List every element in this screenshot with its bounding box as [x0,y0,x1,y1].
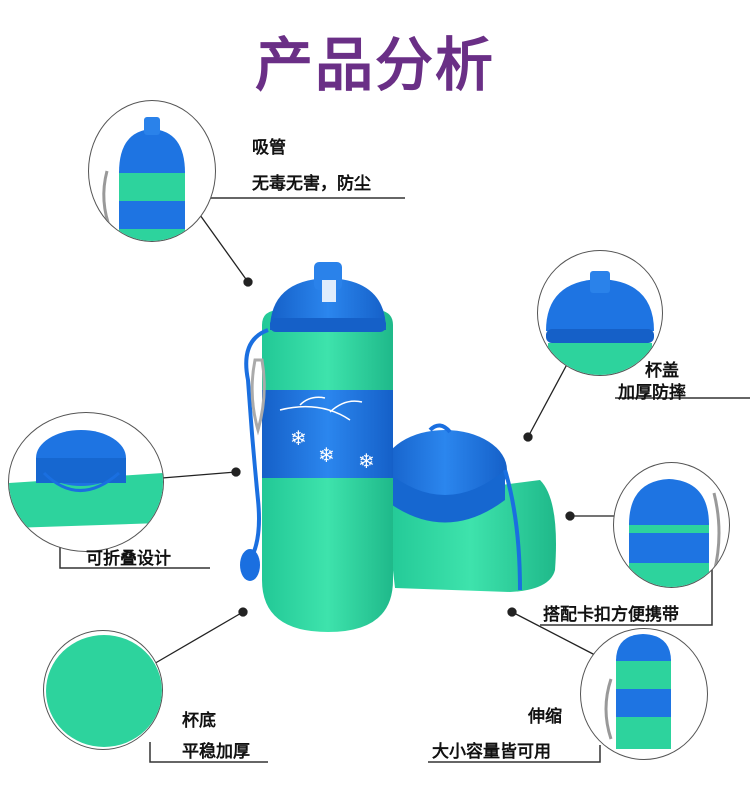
base-detail-circle [43,630,163,750]
lid-label: 杯盖 [645,361,679,381]
svg-text:❄: ❄ [318,443,335,467]
base-label: 杯底 [182,711,216,731]
base-description: 平稳加厚 [182,742,250,762]
folded-detail-circle [8,412,164,552]
straw-label: 吸管 [252,138,286,158]
telescopic-detail-circle [580,628,708,760]
strap-label: 搭配卡扣方便携带 [543,605,679,625]
straw-detail-circle [88,100,216,242]
telescopic-description: 大小容量皆可用 [432,742,551,762]
foldable-label: 可折叠设计 [86,549,171,569]
straw-description: 无毒无害，防尘 [252,174,371,194]
svg-text:❄: ❄ [358,449,375,473]
telescopic-label: 伸缩 [528,707,562,727]
main-bottle: ❄ ❄ ❄ [240,262,393,632]
page-title: 产品分析 [254,31,495,99]
svg-text:❄: ❄ [290,426,307,450]
folded-bottle [383,423,556,592]
strap-detail-circle [613,462,730,588]
leader-lines [151,214,615,666]
lid-description: 加厚防摔 [618,383,686,403]
